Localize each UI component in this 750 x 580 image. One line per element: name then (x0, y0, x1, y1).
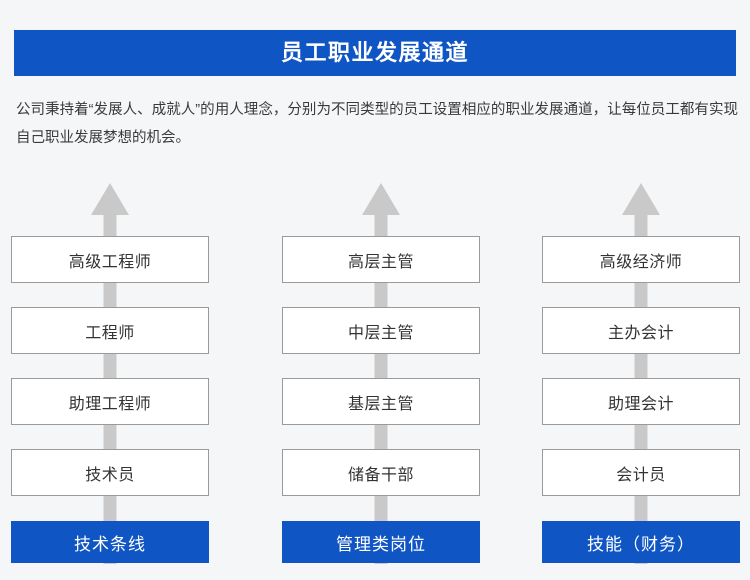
level-box[interactable]: 助理工程师 (11, 378, 209, 425)
level-box[interactable]: 高级工程师 (11, 236, 209, 283)
track-label-management[interactable]: 管理类岗位 (282, 521, 480, 563)
career-track-column-management: 高层主管 中层主管 基层主管 储备干部 管理类岗位 (282, 170, 480, 580)
level-box[interactable]: 主办会计 (542, 307, 740, 354)
level-box[interactable]: 会计员 (542, 449, 740, 496)
career-track-column-technical: 高级工程师 工程师 助理工程师 技术员 技术条线 (11, 170, 209, 580)
level-box[interactable]: 高级经济师 (542, 236, 740, 283)
level-box[interactable]: 高层主管 (282, 236, 480, 283)
arrow-head-technical (91, 183, 129, 215)
level-box[interactable]: 技术员 (11, 449, 209, 496)
track-label-finance[interactable]: 技能（财务） (542, 521, 740, 563)
page-title: 员工职业发展通道 (280, 40, 469, 65)
page-title-banner: 员工职业发展通道 (14, 30, 736, 76)
level-box[interactable]: 工程师 (11, 307, 209, 354)
level-box[interactable]: 中层主管 (282, 307, 480, 354)
arrow-head-management (362, 183, 400, 215)
career-path-diagram: 高级工程师 工程师 助理工程师 技术员 技术条线 高层主管 中层主管 基层主管 … (0, 170, 750, 580)
level-box[interactable]: 储备干部 (282, 449, 480, 496)
level-box[interactable]: 基层主管 (282, 378, 480, 425)
level-box[interactable]: 助理会计 (542, 378, 740, 425)
track-label-technical[interactable]: 技术条线 (11, 521, 209, 563)
arrow-head-finance (622, 183, 660, 215)
career-track-column-finance: 高级经济师 主办会计 助理会计 会计员 技能（财务） (542, 170, 740, 580)
intro-paragraph: 公司秉持着“发展人、成就人”的用人理念，分别为不同类型的员工设置相应的职业发展通… (16, 102, 738, 146)
